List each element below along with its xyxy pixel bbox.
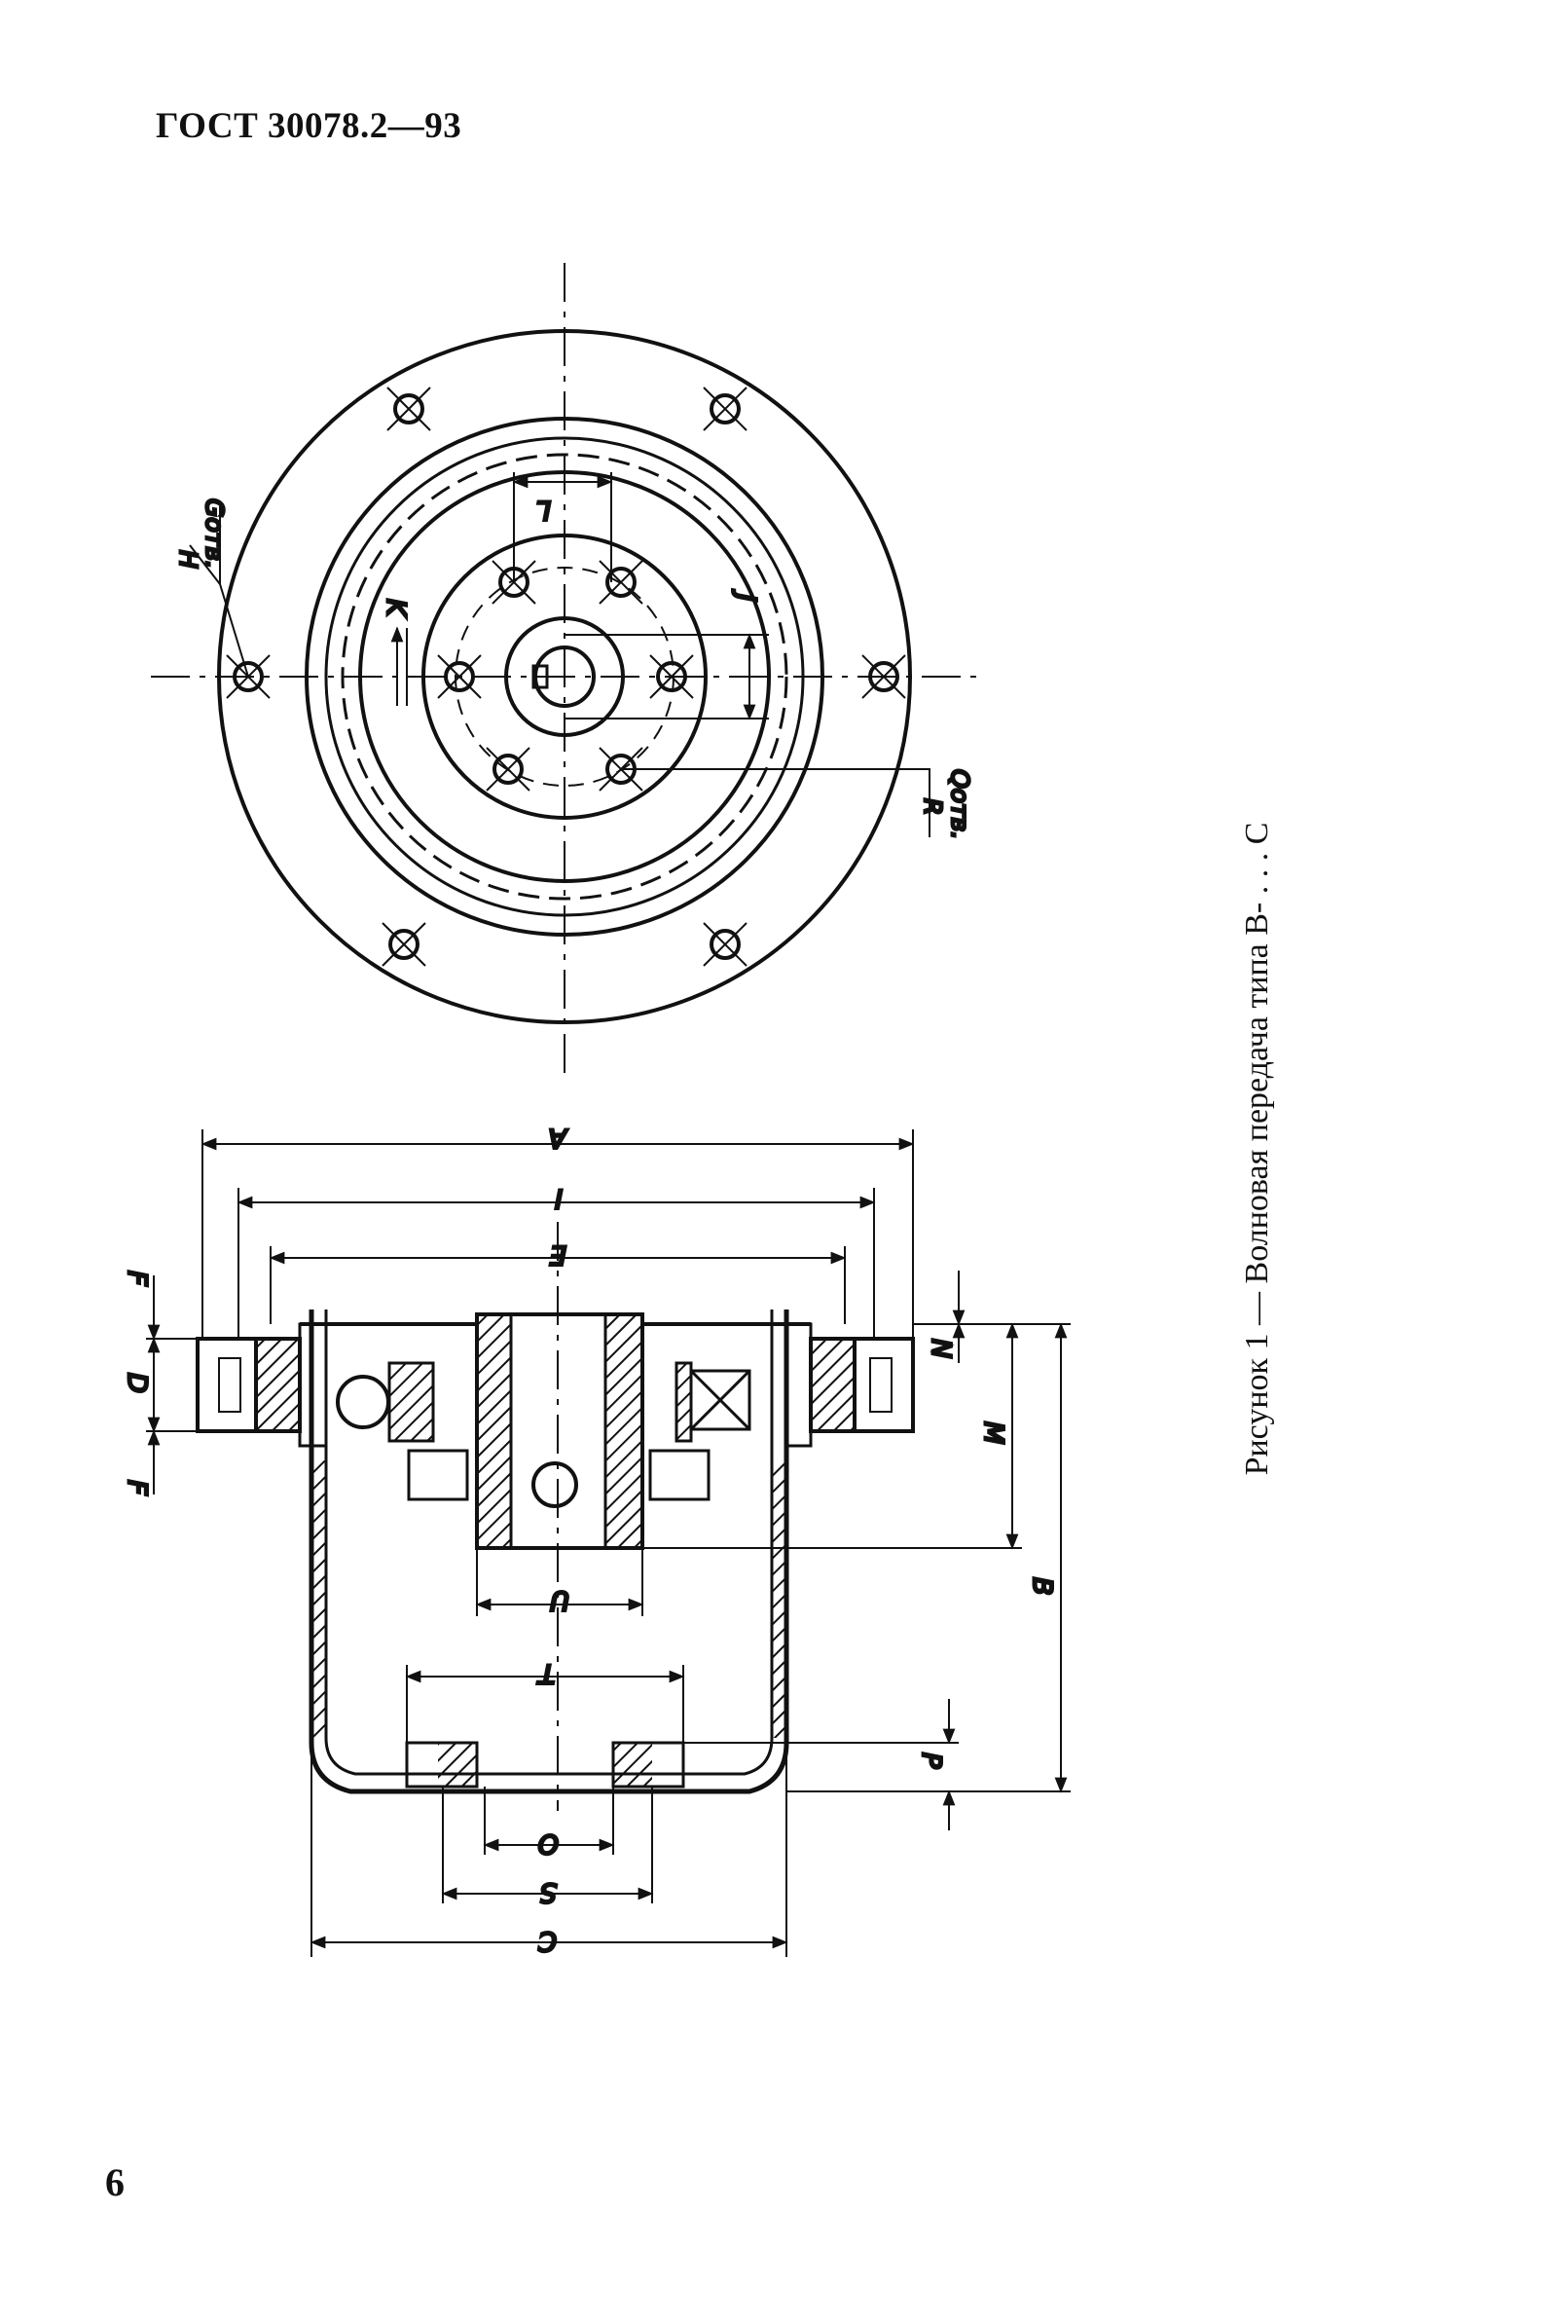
label-L: L [536,495,551,525]
figure-caption: Рисунок 1 — Волновая передача типа В- . … [1239,822,1275,1476]
label-Q: Qотв. [946,769,974,839]
label-O: O [538,1828,559,1859]
label-N: N [926,1339,956,1358]
plan-labels: H Gотв. R Qотв. L K J [173,494,976,841]
label-R: R [919,798,947,815]
label-M: M [978,1421,1008,1444]
label-C: C [538,1926,557,1956]
label-T: T [536,1658,555,1688]
page-number: 6 [105,2160,125,2204]
label-B: B [1027,1577,1057,1596]
label-D: D [122,1373,152,1393]
label-U: U [550,1585,569,1615]
section-labels: A I E F D F N M B U T P O S C [121,1122,1059,1958]
label-S: S [540,1877,557,1907]
label-F-top: F [122,1271,152,1286]
label-P: P [916,1752,946,1769]
label-J: J [731,589,761,602]
label-H: H [174,550,202,569]
outer-bolt-holes [233,393,899,960]
standard-header: ГОСТ 30078.2—93 [156,106,462,146]
label-F-bottom: F [122,1480,152,1495]
label-K: K [381,599,411,618]
label-I: I [555,1183,563,1213]
label-G: Gотв. [201,498,229,569]
section-view [146,1129,1071,1957]
plan-view [151,263,983,1081]
label-A: A [549,1123,568,1153]
figure-caption-wrap: Рисунок 1 — Волновая передача типа В- . … [1228,769,1287,1529]
label-E: E [550,1239,566,1270]
